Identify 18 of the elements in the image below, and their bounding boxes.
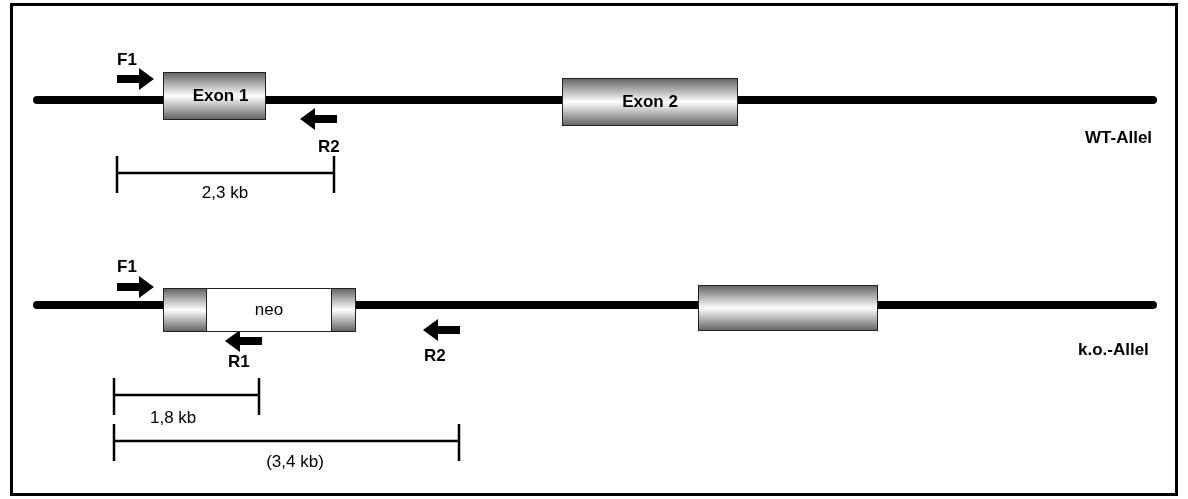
exon-box [562, 78, 738, 126]
primer-label: R2 [318, 137, 340, 157]
node-text: neo [254, 299, 284, 320]
primer-label: F1 [117, 50, 137, 70]
node-text: Exon 1 [192, 86, 249, 106]
size-label: 1,8 kb [150, 408, 197, 428]
primer-label: R1 [228, 352, 250, 372]
allele-label: k.o.-Allel [1078, 340, 1149, 360]
exon-box [163, 288, 356, 332]
size-label: (3,4 kb) [266, 452, 324, 472]
exon-box [698, 285, 878, 331]
allele-label: WT-Allel [1085, 128, 1153, 148]
node-text: Exon 2 [622, 92, 678, 112]
size-label: 2,3 kb [201, 183, 249, 203]
exon-box [163, 72, 266, 120]
neo-cassette-box [206, 287, 332, 332]
primer-label: R2 [424, 346, 446, 366]
primer-label: F1 [117, 257, 137, 277]
